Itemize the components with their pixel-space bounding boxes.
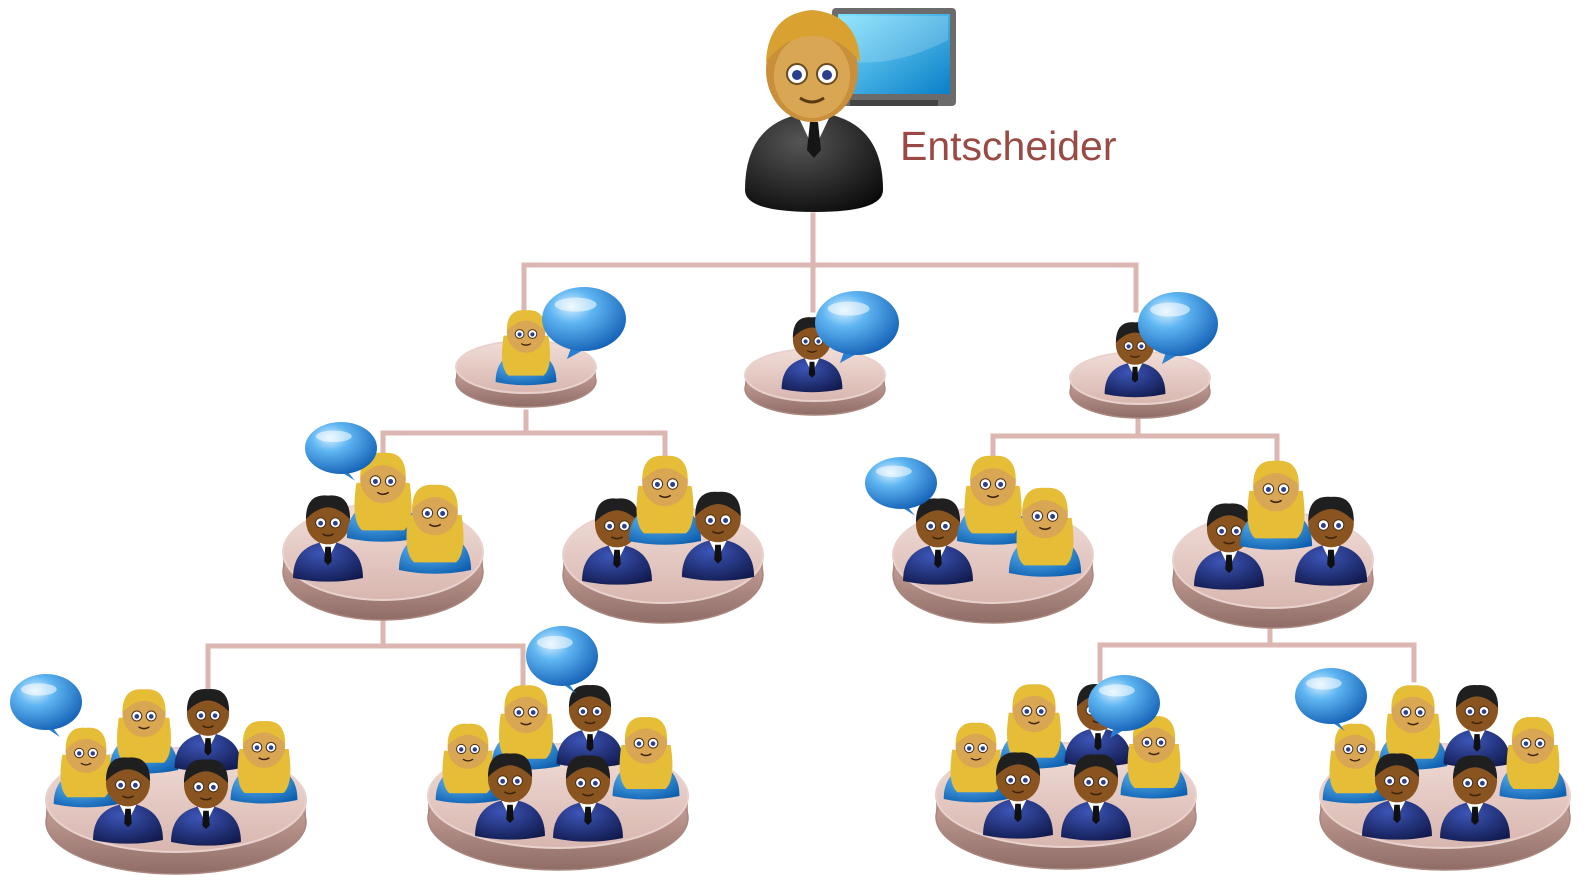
man-avatar-icon	[93, 757, 163, 844]
woman-avatar-icon	[398, 484, 472, 574]
woman-avatar-icon	[53, 727, 119, 808]
man-avatar-icon	[1061, 754, 1131, 841]
man-avatar-icon	[681, 491, 755, 581]
unit-left	[455, 287, 626, 408]
man-avatar-icon	[293, 495, 363, 582]
man-avatar-icon	[1362, 753, 1432, 840]
group-layer	[10, 287, 1571, 875]
speech-bubble-icon	[305, 422, 377, 481]
man-avatar-icon	[556, 684, 624, 768]
speech-bubble-icon	[542, 287, 626, 359]
woman-avatar-icon	[956, 455, 1030, 545]
group-l3-b	[562, 455, 764, 624]
man-avatar-icon	[475, 753, 545, 840]
man-avatar-icon	[174, 688, 242, 772]
decision-maker-label: Entscheider	[900, 123, 1117, 169]
woman-avatar-icon	[628, 455, 702, 545]
speech-bubble-icon	[1138, 292, 1218, 364]
unit-center	[744, 291, 899, 416]
group-l3-a	[282, 422, 484, 621]
group-l3-d	[1172, 460, 1374, 629]
woman-avatar-icon	[1378, 685, 1448, 770]
speech-bubble-icon	[815, 291, 899, 363]
woman-avatar-icon	[1008, 487, 1082, 577]
woman-avatar-icon	[1239, 460, 1313, 550]
woman-avatar-icon	[1120, 715, 1188, 799]
group-l3-c	[865, 455, 1094, 624]
man-avatar-icon	[553, 755, 623, 842]
speech-bubble-icon	[526, 626, 598, 694]
speech-bubble-icon	[1088, 675, 1160, 738]
woman-avatar-icon	[612, 716, 680, 800]
decision-maker	[745, 8, 956, 212]
man-avatar-icon	[1194, 503, 1264, 590]
man-avatar-icon	[1104, 322, 1166, 398]
woman-avatar-icon	[1322, 723, 1388, 804]
man-avatar-icon	[903, 498, 973, 585]
group-l4-b	[427, 626, 689, 871]
woman-avatar-icon	[230, 720, 298, 804]
speech-bubble-icon	[1295, 668, 1367, 731]
connector-lines	[205, 212, 1417, 693]
man-avatar-icon	[983, 752, 1053, 839]
woman-avatar-icon	[1499, 716, 1567, 800]
speech-bubble-icon	[10, 674, 82, 737]
group-l4-d	[1295, 668, 1571, 871]
woman-avatar-icon	[495, 310, 557, 386]
woman-avatar-icon	[435, 723, 501, 804]
man-avatar-icon	[171, 759, 241, 846]
man-avatar-icon	[1294, 496, 1368, 586]
unit-right	[1069, 292, 1218, 419]
decision-maker-avatar-icon	[745, 10, 883, 212]
man-avatar-icon	[582, 498, 652, 585]
speech-bubble-icon	[865, 457, 937, 516]
group-l4-a	[10, 674, 307, 875]
man-avatar-icon	[1443, 684, 1511, 768]
group-l4-c	[935, 675, 1197, 870]
man-avatar-icon	[1440, 755, 1510, 842]
woman-avatar-icon	[943, 722, 1009, 803]
